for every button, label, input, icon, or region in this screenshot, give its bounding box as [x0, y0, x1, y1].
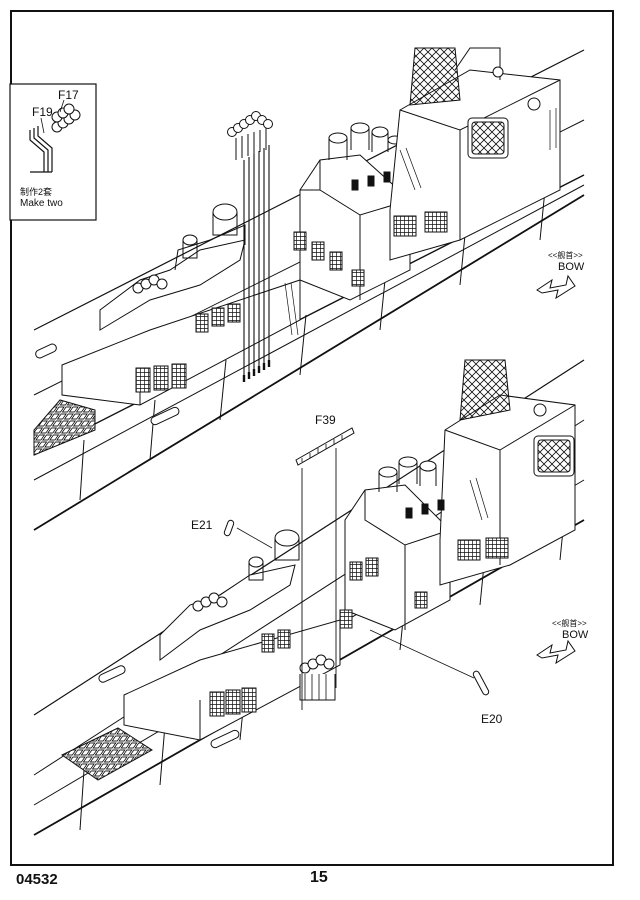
- label-e21: E21: [191, 518, 213, 532]
- kit-number: 04532: [16, 871, 58, 888]
- top-hull-view: [33, 47, 585, 531]
- label-f17: F17: [58, 88, 79, 102]
- f19-rods-top: [242, 145, 271, 382]
- label-f19: F19: [32, 105, 53, 119]
- page-number: 15: [310, 869, 328, 886]
- bow-arrow-bottom-icon: [536, 639, 576, 665]
- inset-note-cn: 制作2套: [20, 187, 53, 197]
- part-e21-icon: [223, 519, 273, 549]
- label-e20: E20: [481, 712, 503, 726]
- bottom-bow-label-cn: <<舰首>>: [552, 619, 587, 628]
- inset-note-en: Make two: [20, 198, 63, 209]
- bow-arrow-top-icon: [536, 274, 576, 300]
- f39-leader-lines: [301, 448, 337, 710]
- bottom-bow-label: BOW: [562, 629, 589, 641]
- part-f19-rod-icon: [29, 126, 53, 173]
- label-f39: F39: [315, 413, 336, 427]
- part-f39-icon: [295, 427, 355, 466]
- f17-racks-top: [227, 111, 273, 160]
- top-bow-label-cn: <<舰首>>: [548, 251, 583, 260]
- inset-make-two: [9, 83, 97, 221]
- part-f17-rack-icon: [51, 103, 81, 133]
- top-bow-label: BOW: [558, 261, 585, 273]
- part-e20-icon: [369, 629, 490, 696]
- bottom-hull-view: [33, 359, 585, 836]
